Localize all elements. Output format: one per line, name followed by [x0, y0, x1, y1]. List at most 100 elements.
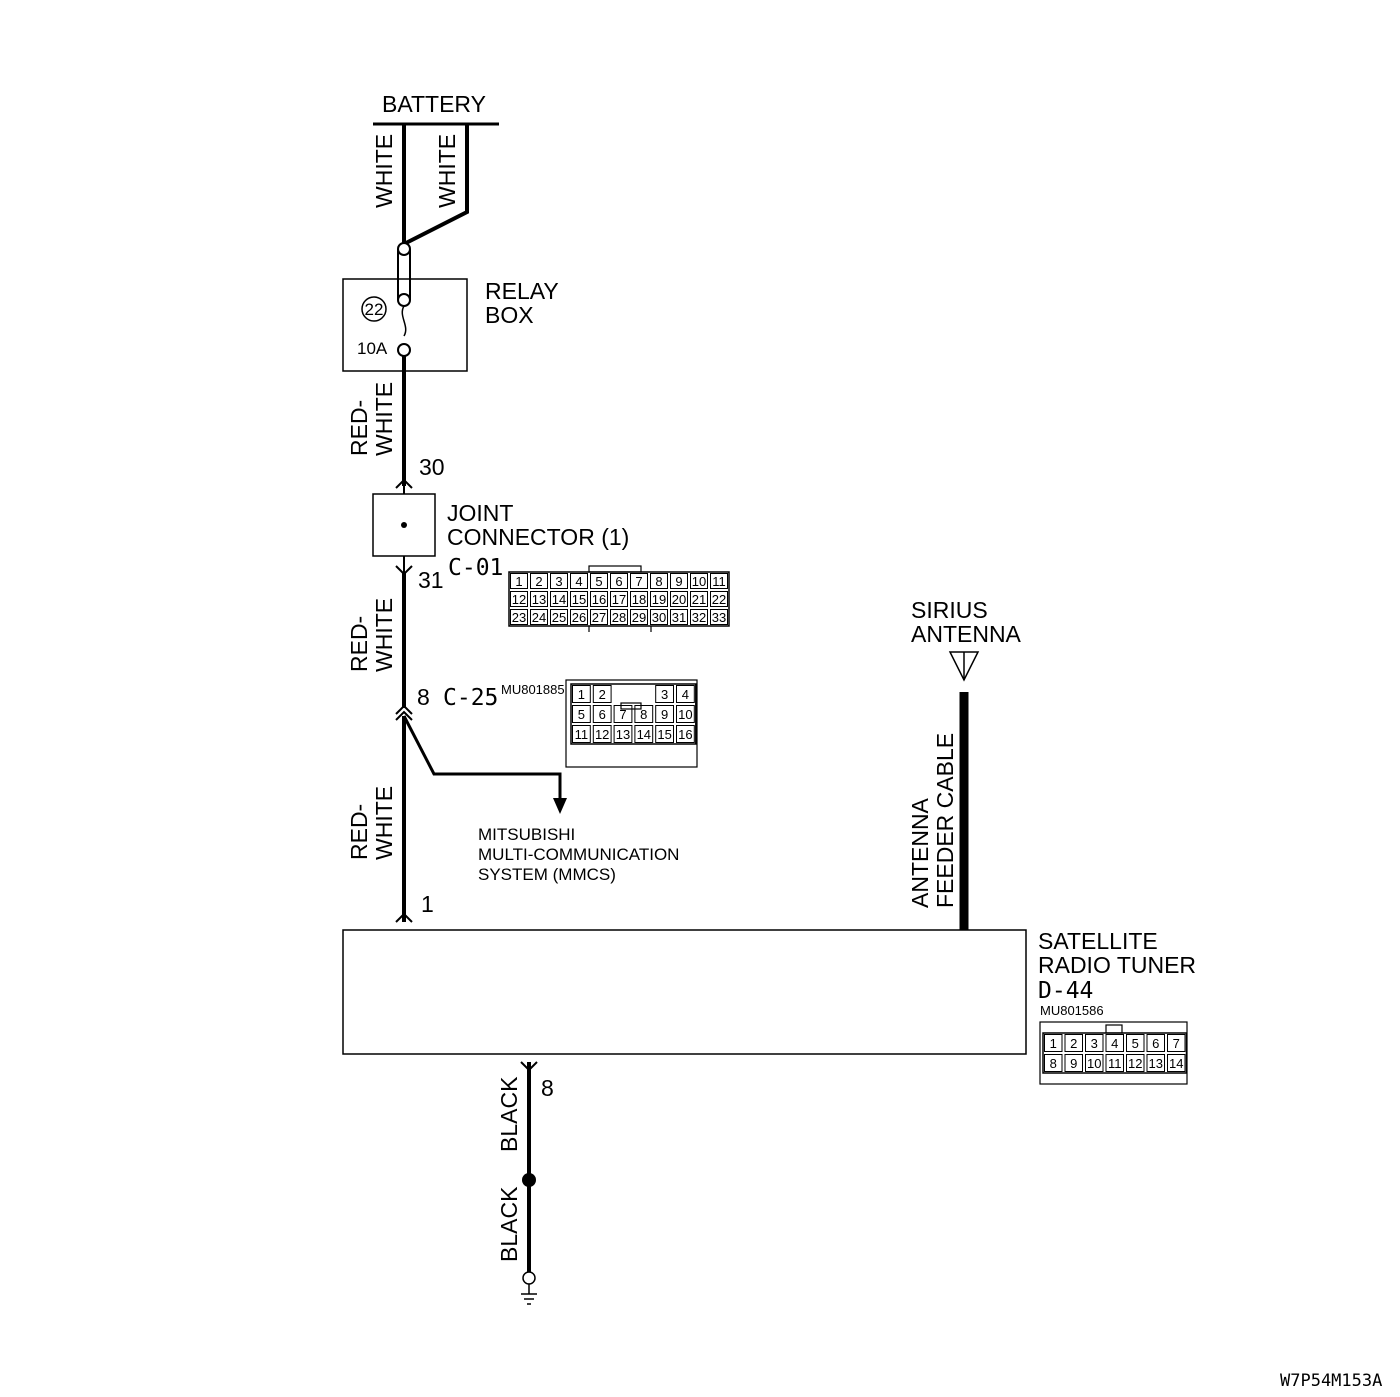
black-wire-label-1: BLACK — [496, 1076, 522, 1152]
connector-pin-number: 7 — [619, 707, 626, 722]
connector-pin-number: 18 — [632, 592, 646, 607]
connector-pin-cell — [592, 685, 612, 703]
connector-pin-cell — [634, 705, 654, 723]
relay-box-label-line1: RELAY — [485, 278, 559, 304]
tuner-line2: RADIO TUNER — [1038, 952, 1196, 978]
connector-pin-number: 4 — [1111, 1036, 1118, 1051]
joint-connector-id: C-01 — [448, 555, 503, 581]
connector-pin-number: 6 — [1152, 1036, 1159, 1051]
white-wire-right-label: WHITE — [434, 134, 460, 208]
black-wire-label-2: BLACK — [496, 1186, 522, 1262]
tuner-part-number: MU801586 — [1040, 1003, 1104, 1018]
connector-pin-cell — [550, 591, 568, 607]
connector-pin-cell — [1044, 1034, 1063, 1052]
white-wire-left-label: WHITE — [371, 134, 397, 208]
fuse-number: 22 — [365, 300, 384, 319]
connector-pin-number: 13 — [1149, 1056, 1163, 1071]
connector-pin-cell — [710, 573, 728, 589]
connector-pin-number: 26 — [572, 610, 586, 625]
battery-label: BATTERY — [382, 91, 486, 117]
ground-splice-dot — [522, 1173, 536, 1187]
connector-pin-number: 13 — [532, 592, 546, 607]
satellite-radio-tuner-box — [342, 929, 1027, 1055]
c25-part-number: MU801885 — [501, 682, 565, 697]
connector-pin-cell — [592, 725, 612, 743]
connector-pin-cell — [710, 591, 728, 607]
tuner-pin-in: 1 — [421, 891, 434, 917]
connector-latch — [588, 565, 642, 573]
connector-pin-cell — [1167, 1034, 1186, 1052]
connector-pin-cell — [634, 725, 654, 743]
connector-pin-cell — [1126, 1034, 1145, 1052]
connector-pin-cell — [676, 685, 695, 703]
connector-pin-number: 11 — [575, 727, 589, 742]
red-white-wire-1-label-a: RED- — [346, 400, 372, 456]
connector-pin-cell — [1105, 1054, 1124, 1072]
ground-icon — [521, 1271, 537, 1305]
connector-pin-cell — [613, 705, 633, 723]
mmcs-branch-wire — [402, 715, 562, 800]
connector-pin-number: 12 — [1128, 1056, 1142, 1071]
connector-pin-number: 6 — [615, 574, 622, 589]
connector-pin-cell — [655, 705, 675, 723]
figure-code: W7P54M153A — [1280, 1371, 1382, 1391]
connector-pin-number: 5 — [578, 707, 585, 722]
antenna-feeder-label-b: FEEDER CABLE — [932, 733, 958, 908]
connector-pin-cell — [630, 591, 648, 607]
connector-pin-number: 10 — [1087, 1056, 1101, 1071]
relay-box-label-line2: BOX — [485, 302, 534, 328]
tuner-pin-in-symbol — [395, 912, 413, 923]
connector-outline — [570, 683, 697, 745]
red-white-wire-2-label-b: WHITE — [371, 598, 397, 672]
red-white-wire-3-label-b: WHITE — [371, 786, 397, 860]
connector-pin-cell — [550, 609, 568, 625]
joint-pin-in: 30 — [419, 454, 445, 480]
connector-pin-cell — [510, 609, 528, 625]
tuner-connector-id: D-44 — [1038, 978, 1093, 1004]
connector-pin-number: 33 — [712, 610, 726, 625]
connector-pin-number: 17 — [612, 592, 626, 607]
connector-pin-number: 1 — [578, 687, 585, 702]
connector-pin-number: 9 — [1070, 1056, 1077, 1071]
connector-pin-number: 8 — [640, 707, 647, 722]
connector-housing — [565, 679, 698, 768]
connector-pin-cell — [630, 609, 648, 625]
connector-pin-cell — [530, 609, 548, 625]
red-white-wire-3-label-a: RED- — [346, 804, 372, 860]
red-white-wire-2-label-a: RED- — [346, 616, 372, 672]
connector-pin-cell — [610, 591, 628, 607]
c25-connector-id: C-25 — [443, 685, 498, 711]
connector-pin-number: 13 — [616, 727, 630, 742]
connector-pin-cell — [550, 573, 568, 589]
connector-pin-number: 14 — [552, 592, 566, 607]
fuse-symbol — [397, 242, 411, 357]
c25-symbol-1 — [395, 704, 413, 715]
connector-pin-number: 6 — [599, 707, 606, 722]
connector-pin-cell — [510, 591, 528, 607]
connector-pin-cell — [1064, 1054, 1083, 1072]
connector-pin-cell — [690, 591, 708, 607]
connector-pin-cell — [710, 609, 728, 625]
antenna-icon — [948, 651, 980, 682]
connector-pin-cell — [610, 573, 628, 589]
mmcs-arrow — [553, 798, 567, 814]
connector-pin-number: 27 — [592, 610, 606, 625]
connector-pin-number: 2 — [535, 574, 542, 589]
connector-pin-cell — [510, 573, 528, 589]
connector-pin-cell — [613, 725, 633, 743]
connector-pin-number: 16 — [678, 727, 692, 742]
connector-pin-number: 29 — [632, 610, 646, 625]
connector-pin-cell — [570, 573, 588, 589]
connector-pin-number: 9 — [675, 574, 682, 589]
connector-pin-cell — [655, 685, 675, 703]
connector-pin-cell — [690, 573, 708, 589]
connector-pin-cell — [1146, 1034, 1165, 1052]
c25-symbol-2 — [395, 710, 413, 721]
connector-pin-cell — [610, 609, 628, 625]
joint-pin-in-symbol — [395, 478, 413, 489]
connector-pin-cell — [670, 591, 688, 607]
connector-pin-cell — [530, 591, 548, 607]
c25-pin: 8 — [417, 684, 430, 710]
